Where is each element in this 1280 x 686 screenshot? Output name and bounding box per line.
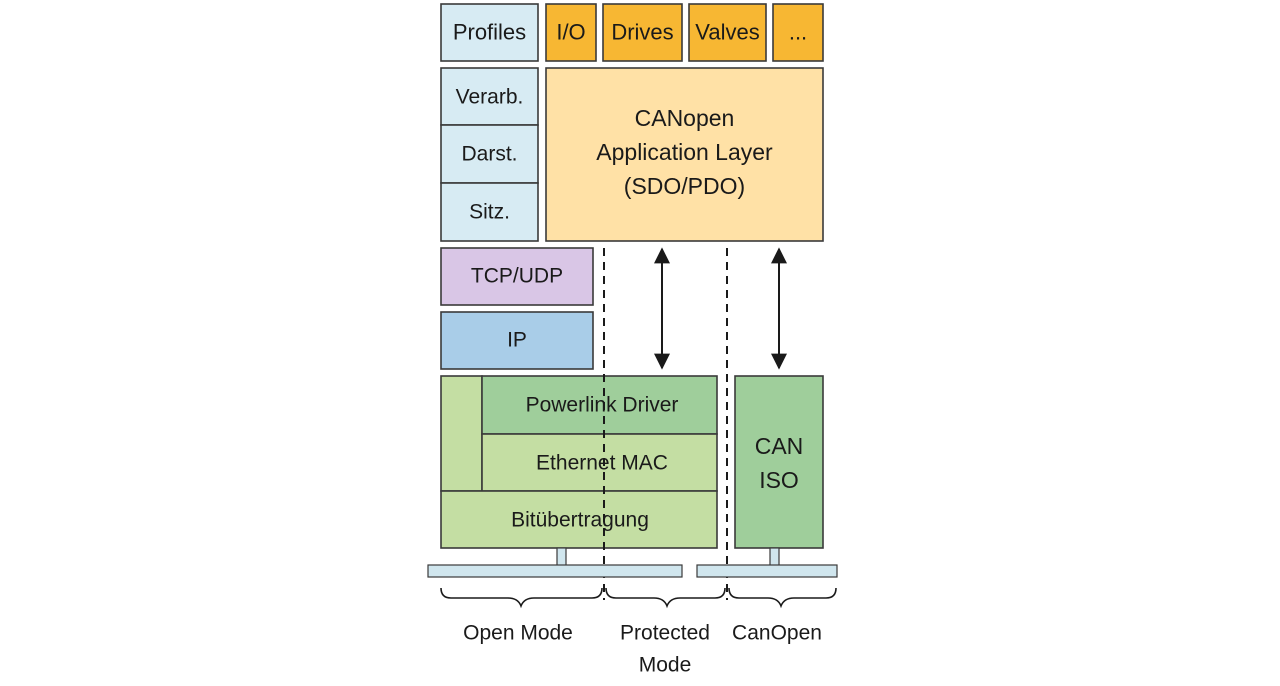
- ethernet-bus-stem: [556, 547, 567, 567]
- profiles-label: Profiles: [453, 20, 526, 45]
- application-layer-line3: (SDO/PDO): [624, 173, 745, 199]
- profiles-box: Profiles: [440, 3, 539, 62]
- drives-rect: [602, 3, 683, 62]
- ethernet-bus-bar: [427, 564, 683, 578]
- verarb-box: Verarb.: [440, 67, 539, 126]
- more-devices-box: ...: [772, 3, 824, 62]
- bitubertragung-label: Bitübertragung: [511, 509, 649, 532]
- bitubertragung-rect: [440, 490, 718, 549]
- ethernet-stack: Powerlink Driver Ethernet MAC Bitübertra…: [440, 375, 718, 549]
- drives-box: Drives: [602, 3, 683, 62]
- tcp-udp-box: TCP/UDP: [440, 247, 594, 306]
- can-bus-stem: [769, 547, 780, 567]
- ethernet-mac-label: Ethernet MAC: [536, 452, 668, 475]
- profiles-rect: [440, 3, 539, 62]
- application-layer-rect: [545, 67, 824, 242]
- sitz-rect: [440, 182, 539, 242]
- can-iso-box: CAN ISO: [734, 375, 824, 549]
- can-iso-rect: [734, 375, 824, 549]
- protected-mode-brace: [605, 587, 726, 609]
- valves-rect: [688, 3, 767, 62]
- application-layer-box: CANopen Application Layer (SDO/PDO): [545, 67, 824, 242]
- ethernet-stack-side-rect: [440, 375, 483, 492]
- drives-label: Drives: [611, 20, 673, 45]
- valves-box: Valves: [688, 3, 767, 62]
- ip-box: IP: [440, 311, 594, 370]
- iso-label: ISO: [759, 467, 799, 493]
- application-layer-line1: CANopen: [635, 105, 735, 131]
- ip-rect: [440, 311, 594, 370]
- sitz-label: Sitz.: [469, 201, 510, 224]
- powerlink-driver-rect: [481, 375, 718, 435]
- io-rect: [545, 3, 597, 62]
- canopen-brace: [728, 587, 837, 609]
- ip-label: IP: [507, 329, 527, 352]
- ethernet-bus: [427, 547, 683, 578]
- open-mode-brace: [440, 587, 603, 609]
- more-devices-label: ...: [789, 20, 807, 45]
- application-layer-line2: Application Layer: [596, 139, 773, 165]
- verarb-rect: [440, 67, 539, 126]
- protected-mode-label-line2: Mode: [639, 654, 692, 677]
- tcp-udp-rect: [440, 247, 594, 306]
- can-label: CAN: [755, 433, 804, 459]
- can-bus-bar: [696, 564, 838, 578]
- powerlink-driver-label: Powerlink Driver: [526, 394, 679, 417]
- tcp-udp-label: TCP/UDP: [471, 265, 563, 288]
- more-devices-rect: [772, 3, 824, 62]
- sitz-box: Sitz.: [440, 182, 539, 242]
- io-box: I/O: [545, 3, 597, 62]
- verarb-label: Verarb.: [456, 86, 524, 109]
- valves-label: Valves: [695, 20, 759, 45]
- canopen-mode-label: CanOpen: [732, 622, 822, 645]
- io-label: I/O: [556, 20, 585, 45]
- darst-label: Darst.: [461, 143, 517, 166]
- darst-box: Darst.: [440, 124, 539, 184]
- protected-mode-label-line1: Protected: [620, 622, 710, 645]
- can-bus: [696, 547, 838, 578]
- open-mode-label: Open Mode: [463, 622, 573, 645]
